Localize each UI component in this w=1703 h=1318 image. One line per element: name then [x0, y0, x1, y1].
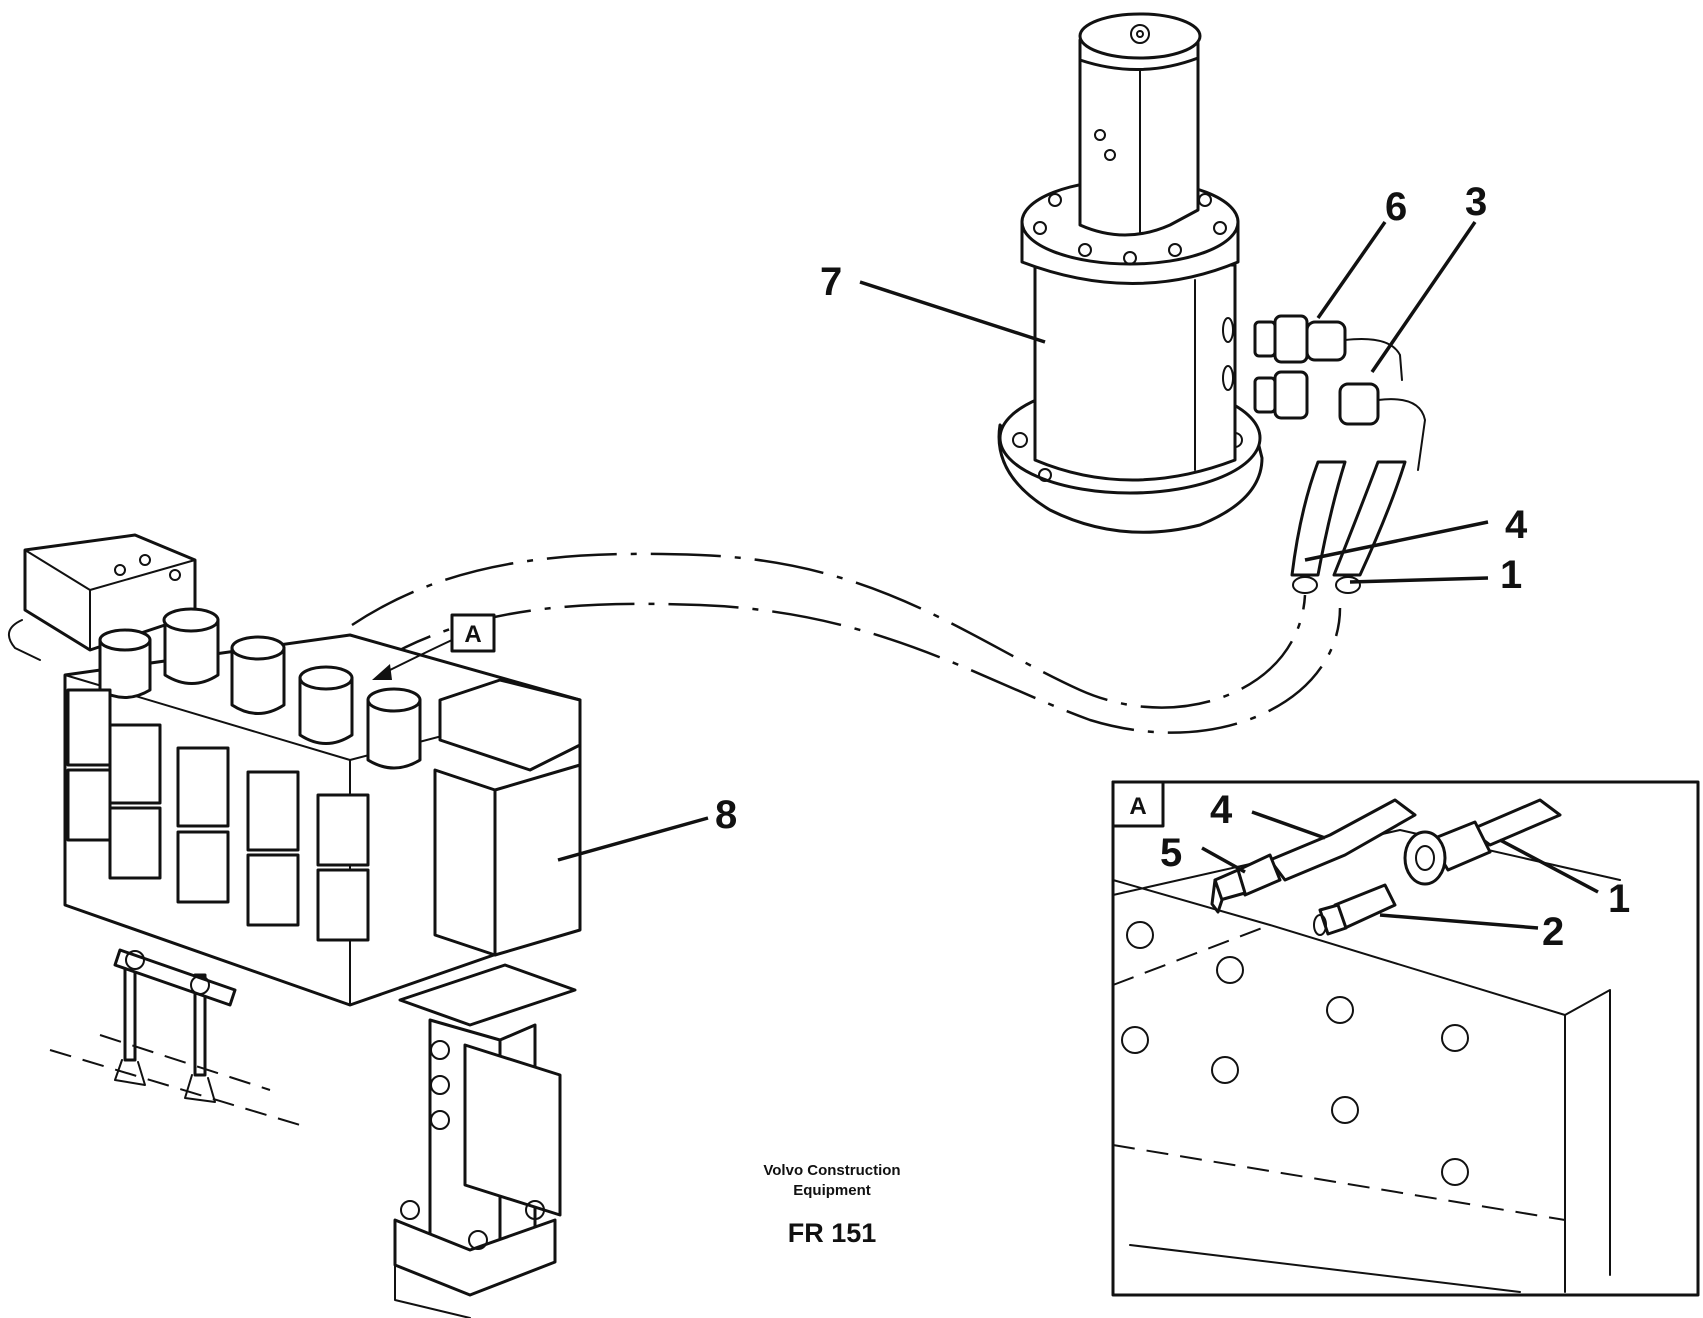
callout-3: 3 — [1465, 180, 1487, 224]
swivel-joint — [997, 12, 1264, 534]
callout-8: 8 — [715, 793, 737, 837]
figure-code: FR 151 — [788, 1218, 877, 1248]
detail-view-a: A — [1111, 780, 1700, 1297]
detail-callout-4: 4 — [1210, 788, 1233, 832]
view-marker-a: A — [372, 613, 496, 680]
pipe-route-inner — [367, 602, 1342, 734]
leader-lines — [557, 220, 1599, 930]
caption-line-1: Volvo Construction — [763, 1162, 900, 1179]
detail-callout-1: 1 — [1608, 877, 1630, 921]
caption-line-2: Equipment — [793, 1182, 871, 1199]
detail-view-label: A — [1129, 793, 1146, 820]
callout-7: 7 — [820, 260, 842, 304]
detail-callout-2: 2 — [1542, 910, 1564, 954]
caption: Volvo Construction Equipment FR 151 — [763, 1162, 900, 1248]
solenoids — [66, 688, 370, 942]
callout-4: 4 — [1505, 503, 1528, 547]
callout-6: 6 — [1385, 185, 1407, 229]
swivel-fittings — [1253, 314, 1426, 594]
callout-1: 1 — [1500, 553, 1522, 597]
view-marker-label: A — [464, 621, 481, 648]
callouts: 7 6 3 4 1 8 4 5 1 2 — [715, 180, 1630, 954]
valve-block — [7, 533, 582, 1318]
detail-callout-5: 5 — [1160, 831, 1182, 875]
valve-caps — [98, 607, 422, 770]
pipe-route-outer — [351, 552, 1307, 709]
